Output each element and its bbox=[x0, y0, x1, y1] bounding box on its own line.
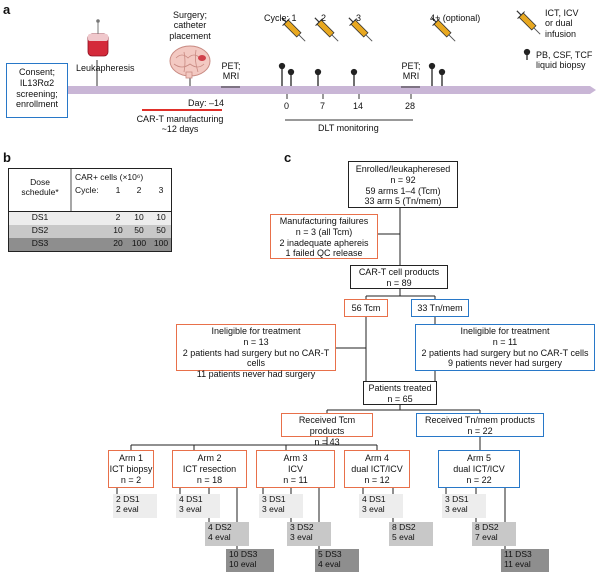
table-header-dose: Dose schedule* bbox=[21, 177, 59, 197]
day-tick-7: 7 bbox=[320, 101, 326, 111]
timeline-arrow bbox=[62, 86, 596, 94]
table-row: DS3 20 100 100 bbox=[9, 238, 171, 251]
arm-1-box: Arm 1 ICT biopsy n = 2 bbox=[108, 450, 154, 488]
cycle-label-1: Cycle: 1 bbox=[264, 13, 297, 23]
cycle-label-3: 3 bbox=[356, 13, 362, 23]
ineligible-right-box: Ineligible for treatment n = 11 2 patien… bbox=[415, 324, 595, 371]
flowchart-connectors bbox=[116, 208, 506, 549]
brain-icon bbox=[169, 45, 211, 79]
cycle-label-4plus: 4+ (optional) bbox=[430, 13, 481, 23]
table-cycle-row: Cycle: 1 2 3 bbox=[75, 185, 164, 195]
dose-schedule-table: Dose schedule* CAR+ cells (×10⁶) Cycle: … bbox=[8, 168, 172, 252]
surgery-label: Surgery; catheter placement bbox=[169, 10, 211, 41]
patients-treated-box: Patients treated n = 65 bbox=[363, 381, 437, 405]
arm-4-box: Arm 4 dual ICT/ICV n = 12 bbox=[344, 450, 410, 488]
day-label: Day: –14 bbox=[188, 98, 225, 108]
biopsy-pins bbox=[278, 48, 531, 86]
panel-a-label: a bbox=[3, 2, 11, 17]
leukapheresis-label: Leukapheresis bbox=[76, 63, 135, 73]
enrolled-box: Enrolled/leukapheresed n = 92 59 arms 1–… bbox=[348, 161, 458, 208]
ineligible-left-box: Ineligible for treatment n = 13 2 patien… bbox=[176, 324, 336, 379]
manufacturing-label: CAR-T manufacturing ~12 days bbox=[136, 114, 224, 135]
dlt-monitoring-label: DLT monitoring bbox=[318, 123, 379, 133]
tcm-box: 56 Tcm bbox=[344, 299, 388, 317]
day-tick-28: 28 bbox=[405, 101, 416, 111]
blood-bag-icon bbox=[87, 19, 109, 57]
cycle-label-2: 2 bbox=[321, 13, 327, 23]
pet-mri-label-2: PET; MRI bbox=[401, 61, 421, 82]
consent-box: Consent; IL13Rα2 screening; enrollment bbox=[6, 63, 68, 118]
legend-infusion: ICT, ICV or dual infusion bbox=[545, 8, 579, 39]
manufacturing-failures-box: Manufacturing failures n = 3 (all Tcm) 2… bbox=[270, 214, 378, 259]
legend-biopsy: PB, CSF, TCF liquid biopsy bbox=[536, 50, 593, 71]
panel-b-label: b bbox=[3, 150, 11, 165]
pet-mri-label-1: PET; MRI bbox=[221, 61, 241, 82]
tnmem-box: 33 Tn/mem bbox=[411, 299, 469, 317]
received-tnmem-box: Received Tn/mem products n = 22 bbox=[416, 413, 544, 437]
received-tcm-box: Received Tcm products n = 43 bbox=[281, 413, 373, 447]
arm-3-box: Arm 3 ICV n = 11 bbox=[256, 450, 335, 488]
day-tick-14: 14 bbox=[353, 101, 364, 111]
panel-c-label: c bbox=[284, 150, 292, 165]
table-row: DS1 2 10 10 bbox=[9, 212, 171, 225]
arm-2-box: Arm 2 ICT resection n = 18 bbox=[172, 450, 247, 488]
table-header-cells: CAR+ cells (×10⁶) bbox=[75, 172, 144, 182]
day-tick-0: 0 bbox=[284, 101, 290, 111]
car-t-products-box: CAR-T cell products n = 89 bbox=[350, 265, 448, 289]
arm-5-box: Arm 5 dual ICT/ICV n = 22 bbox=[438, 450, 520, 488]
syringe-icons bbox=[281, 10, 541, 42]
table-row: DS2 10 50 50 bbox=[9, 225, 171, 238]
